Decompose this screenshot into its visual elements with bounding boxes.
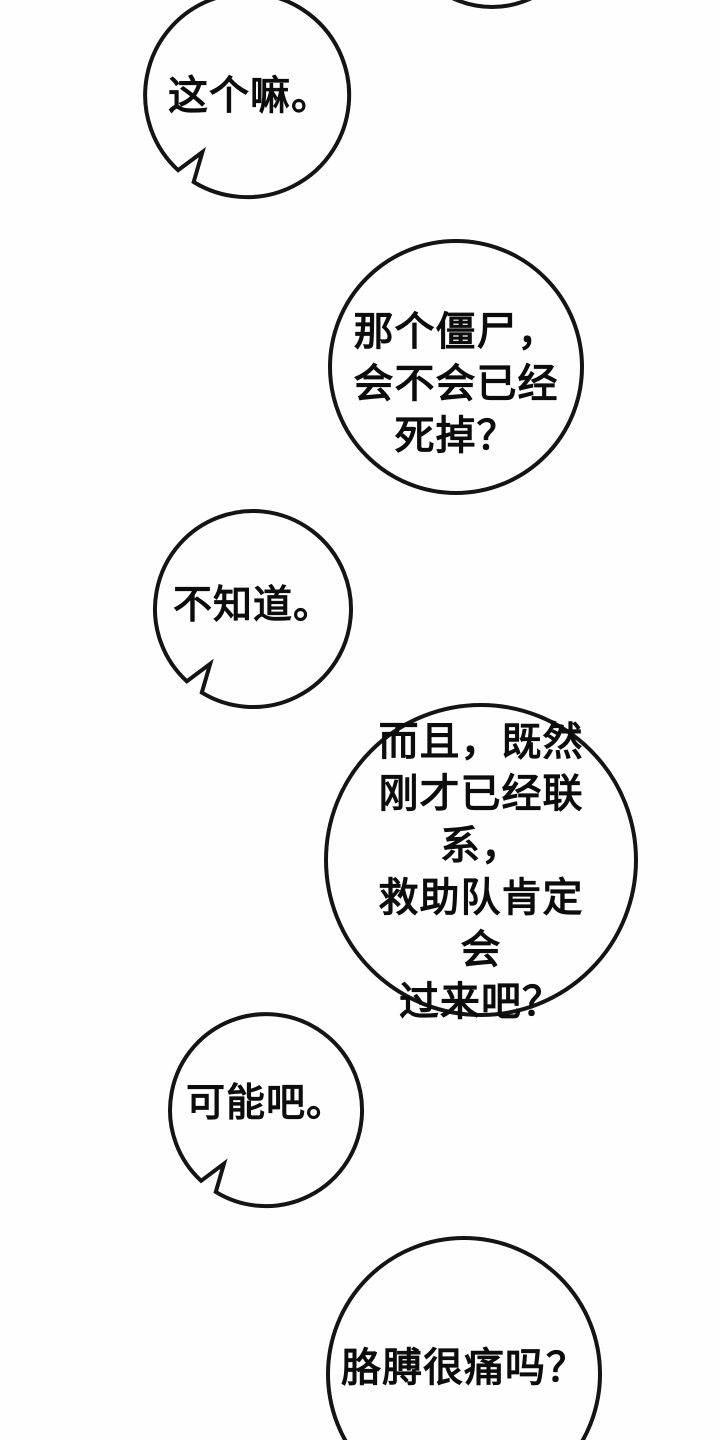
speech-bubble-6-text: 胳膊很痛吗？: [341, 1345, 587, 1391]
speech-bubble-outline-tailed: [152, 509, 353, 709]
speech-bubble-5-text: 可能吧。: [185, 1081, 347, 1126]
speech-bubble-outline: [328, 239, 584, 495]
speech-bubble-outline-tailed: [143, 0, 352, 200]
speech-bubble-4-text: 而且，既然 刚才已经联系， 救助队肯定会 过来吧？: [378, 719, 584, 1025]
speech-bubble-3-text: 不知道。: [172, 583, 334, 628]
speech-bubble-2-text: 那个僵尸， 会不会已经 死掉？: [353, 309, 559, 459]
speech-bubble-1-text: 这个嘛。: [168, 73, 332, 119]
speech-bubble-outline-tailed: [168, 1012, 365, 1209]
speech-bubble-outline: [326, 1236, 602, 1440]
speech-bubble-outline: [324, 703, 638, 1017]
partial-bubble-arc: [451, 0, 533, 9]
